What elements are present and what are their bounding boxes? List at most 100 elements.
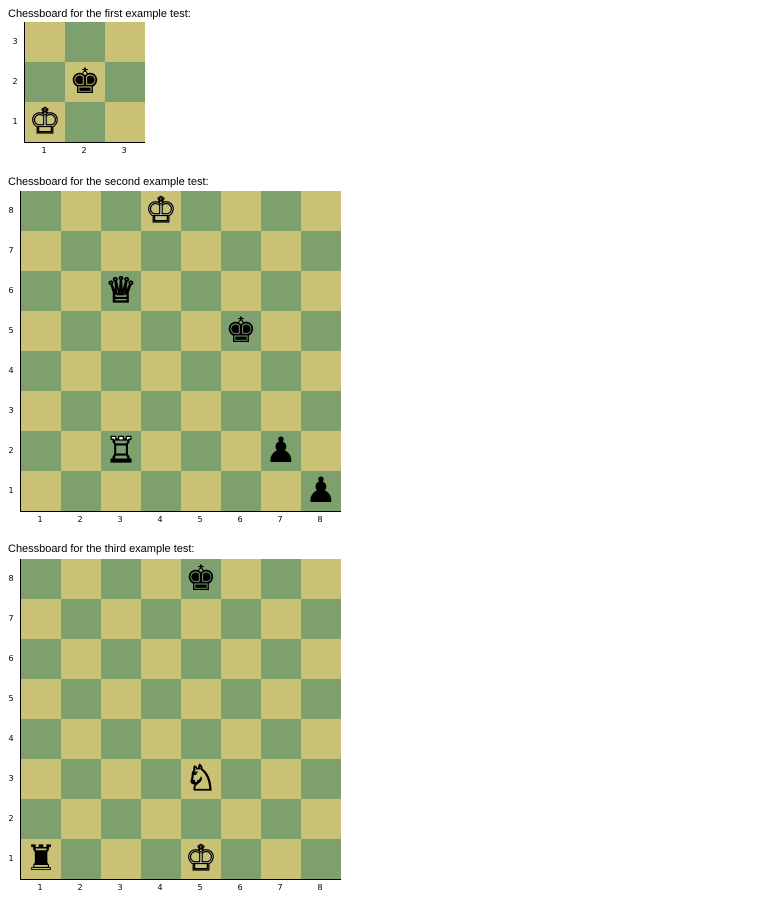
file-label: 2 — [81, 146, 87, 155]
board-square — [301, 639, 341, 679]
board-square — [221, 471, 261, 511]
board-square — [221, 351, 261, 391]
rank-label: 5 — [8, 326, 14, 335]
board-square — [25, 22, 65, 62]
board-square — [181, 599, 221, 639]
file-label: 7 — [277, 515, 283, 524]
board-square — [181, 271, 221, 311]
board-square: ♔ — [25, 102, 65, 142]
board-square: ♖ — [101, 431, 141, 471]
rank-label: 2 — [12, 77, 18, 86]
board-square — [181, 231, 221, 271]
file-label: 1 — [37, 515, 43, 524]
board-3-caption: Chessboard for the third example test: — [8, 543, 195, 555]
board-square — [141, 271, 181, 311]
rank-label: 1 — [12, 117, 18, 126]
file-label: 1 — [37, 883, 43, 892]
board-square — [301, 799, 341, 839]
rank-label: 3 — [8, 774, 14, 783]
board-square — [301, 599, 341, 639]
black-king-icon: ♚ — [225, 310, 257, 351]
board-square — [141, 391, 181, 431]
board-square — [261, 679, 301, 719]
chessboard-grid: ♚♔ — [24, 22, 145, 143]
board-2-caption: Chessboard for the second example test: — [8, 176, 209, 188]
board-square — [221, 639, 261, 679]
board-square: ♘ — [181, 759, 221, 799]
board-square — [21, 759, 61, 799]
board-square: ♚ — [181, 559, 221, 599]
board-square — [301, 559, 341, 599]
board-square — [101, 679, 141, 719]
board-square — [101, 311, 141, 351]
file-label: 2 — [77, 515, 83, 524]
board-square — [101, 191, 141, 231]
file-label: 1 — [41, 146, 47, 155]
board-square — [141, 231, 181, 271]
board-square — [261, 191, 301, 231]
file-label: 8 — [317, 515, 323, 524]
board-square: ♚ — [221, 311, 261, 351]
board-square — [141, 559, 181, 599]
black-pawn-icon: ♟ — [305, 470, 337, 511]
board-square — [21, 391, 61, 431]
board-square — [141, 351, 181, 391]
board-square — [101, 351, 141, 391]
file-label: 3 — [117, 515, 123, 524]
board-square — [261, 271, 301, 311]
file-label: 2 — [77, 883, 83, 892]
board-square — [301, 839, 341, 879]
board-square — [21, 311, 61, 351]
board-square — [301, 719, 341, 759]
board-square — [261, 799, 301, 839]
board-square — [61, 759, 101, 799]
board-square — [141, 471, 181, 511]
board-square — [25, 62, 65, 102]
board-square — [61, 471, 101, 511]
board-square: ♟ — [301, 471, 341, 511]
file-label: 7 — [277, 883, 283, 892]
board-square — [61, 839, 101, 879]
board-square — [21, 351, 61, 391]
board-square — [61, 799, 101, 839]
board-square — [261, 471, 301, 511]
board-square — [221, 191, 261, 231]
board-square — [65, 22, 105, 62]
board-square — [21, 271, 61, 311]
file-label: 4 — [157, 515, 163, 524]
white-queen-icon: ♕ — [105, 270, 138, 311]
chessboard-grid: ♚♘♜♔ — [20, 559, 341, 880]
board-square — [261, 839, 301, 879]
board-square — [181, 799, 221, 839]
board-square — [21, 431, 61, 471]
board-square — [61, 639, 101, 679]
board-square — [261, 599, 301, 639]
file-label: 6 — [237, 883, 243, 892]
white-knight-icon: ♘ — [185, 758, 218, 799]
board-square — [181, 431, 221, 471]
board-square — [141, 311, 181, 351]
board-square — [221, 431, 261, 471]
board-square — [101, 799, 141, 839]
rank-label: 4 — [8, 734, 14, 743]
board-square — [221, 759, 261, 799]
board-square — [141, 679, 181, 719]
board-square — [21, 231, 61, 271]
board-square — [301, 431, 341, 471]
board-square — [101, 599, 141, 639]
board-square — [61, 559, 101, 599]
board-square — [301, 391, 341, 431]
board-square — [141, 799, 181, 839]
board-square — [261, 719, 301, 759]
board-square — [181, 311, 221, 351]
chessboard-grid: ♔♕♚♖♟♟ — [20, 191, 341, 512]
board-square — [21, 679, 61, 719]
board-square — [181, 351, 221, 391]
rank-label: 7 — [8, 246, 14, 255]
board-square — [61, 391, 101, 431]
board-square — [61, 599, 101, 639]
board-square — [181, 391, 221, 431]
rank-label: 5 — [8, 694, 14, 703]
board-square — [141, 759, 181, 799]
